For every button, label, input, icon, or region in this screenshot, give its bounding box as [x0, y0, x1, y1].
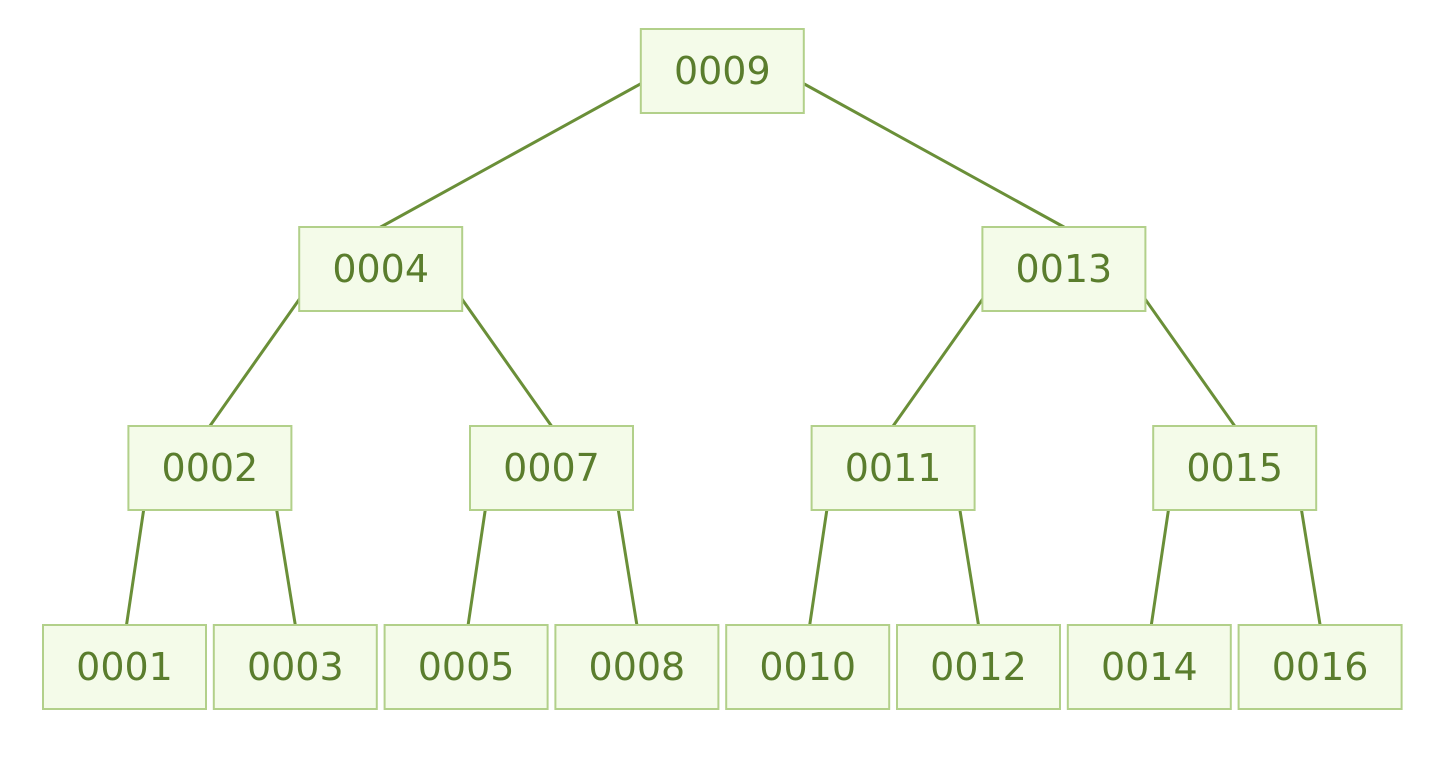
- tree-node-0013: 0013: [981, 226, 1147, 312]
- node-box: [981, 226, 1147, 312]
- tree-node-0011: 0011: [810, 425, 976, 511]
- node-label: 0007: [503, 446, 600, 490]
- tree-node-0002: 0002: [127, 425, 293, 511]
- node-label: 0014: [1101, 645, 1198, 689]
- tree-node-0005: 0005: [383, 624, 549, 710]
- node-label: 0002: [162, 446, 259, 490]
- tree-node-0014: 0014: [1066, 624, 1232, 710]
- node-box: [42, 624, 207, 710]
- node-label: 0001: [76, 645, 173, 689]
- node-box: [383, 624, 549, 710]
- node-box: [1237, 624, 1403, 710]
- tree-node-0004: 0004: [298, 226, 464, 312]
- tree-node-0015: 0015: [1152, 425, 1318, 511]
- node-box: [639, 28, 805, 114]
- node-box: [127, 425, 293, 511]
- node-label: 0009: [674, 49, 771, 93]
- node-box: [554, 624, 720, 710]
- tree-node-0007: 0007: [469, 425, 634, 511]
- node-label: 0003: [247, 645, 344, 689]
- node-box: [1152, 425, 1318, 511]
- node-label: 0015: [1186, 446, 1283, 490]
- node-box: [725, 624, 891, 710]
- node-box: [469, 425, 634, 511]
- tree-node-0001: 0001: [42, 624, 207, 710]
- tree-node-0003: 0003: [212, 624, 378, 710]
- node-box: [298, 226, 464, 312]
- node-box: [212, 624, 378, 710]
- tree-node-0008: 0008: [554, 624, 720, 710]
- edges-layer: [125, 71, 1322, 627]
- node-label: 0010: [759, 645, 856, 689]
- node-label: 0016: [1272, 645, 1369, 689]
- node-label: 0005: [418, 645, 515, 689]
- tree-node-0009: 0009: [639, 28, 805, 114]
- node-label: 0011: [845, 446, 942, 490]
- tree-node-0012: 0012: [896, 624, 1061, 710]
- node-box: [1066, 624, 1232, 710]
- node-box: [896, 624, 1061, 710]
- node-label: 0013: [1016, 247, 1113, 291]
- node-label: 0008: [589, 645, 686, 689]
- node-box: [810, 425, 976, 511]
- edge-0009-0013: [782, 71, 1066, 229]
- nodes-layer: 0001 0003 0002 0005 0008 0007 0004 0010 0012 0011…: [42, 28, 1403, 710]
- tree-node-0010: 0010: [725, 624, 891, 710]
- edge-0009-0004: [379, 71, 662, 229]
- node-label: 0004: [332, 247, 429, 291]
- node-label: 0012: [930, 645, 1027, 689]
- tree-node-0016: 0016: [1237, 624, 1403, 710]
